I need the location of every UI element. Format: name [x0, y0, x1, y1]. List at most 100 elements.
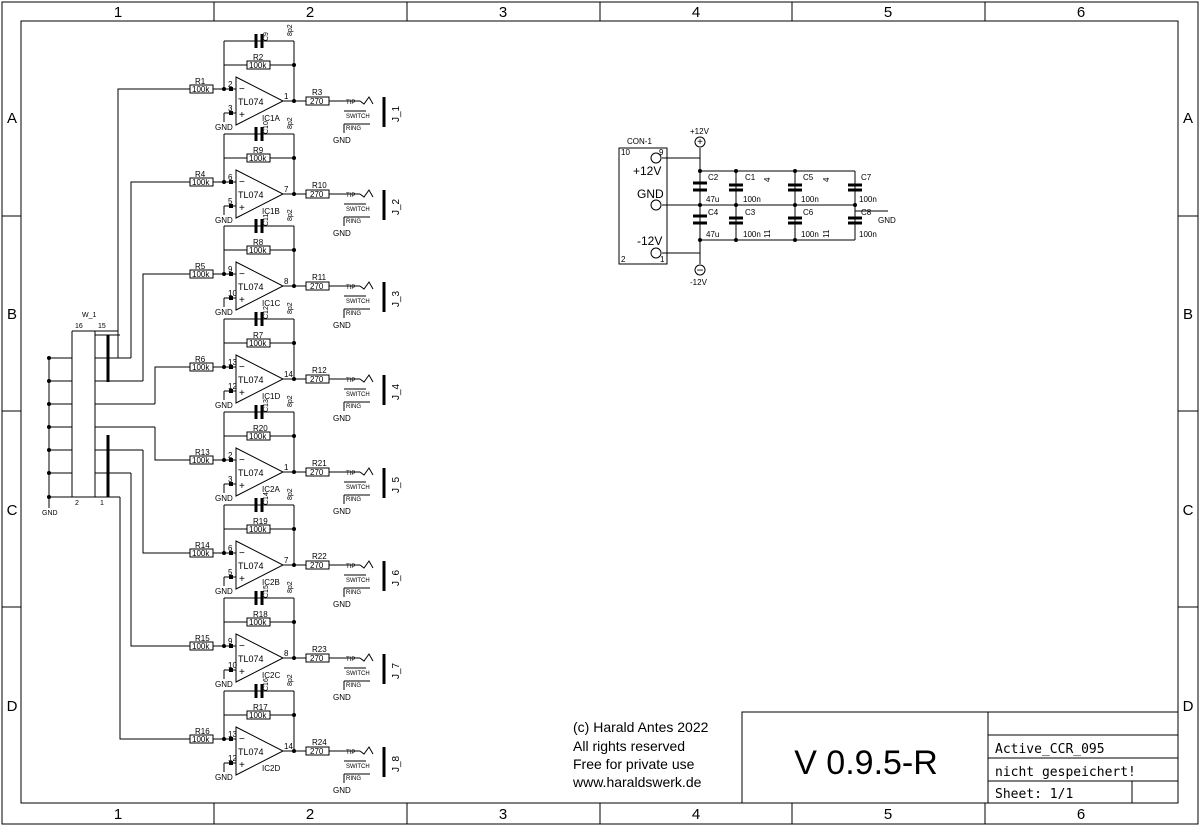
pin-out: 7: [284, 185, 289, 194]
feedback-resistor-ref: R2: [253, 53, 264, 62]
jack-tip: TIP: [346, 657, 355, 663]
input-resistor-value: 100k: [192, 85, 210, 94]
input-resistor-ref: R13: [195, 448, 210, 457]
input-resistor-value: 100k: [192, 735, 210, 744]
jack-gnd: GND: [333, 136, 351, 145]
opamp-part: TL074: [238, 375, 264, 385]
jack-gnd: GND: [333, 600, 351, 609]
row-label: C: [7, 502, 18, 519]
opamp-minus: −: [239, 455, 245, 466]
rail-label-p12: +12V: [690, 127, 710, 136]
feedback-cap-value: 8p2: [287, 24, 294, 36]
feedback-cap-ref: C13: [263, 399, 270, 412]
con1-label-p12: +12V: [633, 164, 661, 178]
output-resistor-ref: R10: [312, 181, 327, 190]
amplifier-channel: R6100kR7100kR12270TL074IC1D−+131214GNDTI…: [189, 302, 402, 423]
jack-ref: J_4: [391, 383, 402, 400]
opamp-symbol: [235, 169, 285, 219]
row-label: B: [1183, 306, 1193, 323]
jack-switch: SWITCH: [346, 578, 370, 584]
cap-value: 47u: [706, 230, 719, 239]
jack-ref: J_5: [391, 476, 402, 493]
input-resistor-value: 100k: [192, 642, 210, 651]
feedback-capacitor: [254, 312, 264, 326]
gnd-label: GND: [215, 308, 233, 317]
gnd-label: GND: [215, 587, 233, 596]
feedback-cap-value: 8p2: [287, 488, 294, 500]
feedback-resistor-ref: R8: [253, 238, 264, 247]
opamp-ref: IC1A: [262, 114, 280, 123]
pin-pos: 12: [228, 382, 237, 391]
column-label: 5: [884, 806, 892, 823]
opamp-plus: +: [239, 203, 245, 214]
cap-value: 100n: [743, 230, 761, 239]
feedback-cap-ref: C16: [263, 678, 270, 691]
pin-neg: 2: [228, 451, 233, 460]
con1-label-m12: -12V: [637, 234, 662, 248]
jack-ref: J_7: [391, 662, 402, 679]
cap-ref: C4: [708, 208, 719, 217]
jack-gnd: GND: [333, 414, 351, 423]
feedback-resistor-value: 100k: [249, 432, 267, 441]
jack-tip: TIP: [346, 378, 355, 384]
jack-ring: RING: [346, 590, 361, 596]
opamp-plus: +: [239, 388, 245, 399]
feedback-resistor-value: 100k: [249, 339, 267, 348]
opamp-minus: −: [239, 269, 245, 280]
opamp-symbol: [235, 76, 285, 126]
cap-ref: C5: [803, 173, 814, 182]
jack-switch: SWITCH: [346, 392, 370, 398]
amplifier-channel: R13100kR20100kR21270TL074IC2A−+231GNDTIP…: [189, 395, 402, 516]
jack-tip-contact: [359, 653, 374, 662]
pin-out: 14: [284, 370, 293, 379]
jack-switch: SWITCH: [346, 764, 370, 770]
opamp-part: TL074: [238, 282, 264, 292]
opamp-plus: +: [239, 110, 245, 121]
cap-value: 100n: [801, 230, 819, 239]
con1-pin-1: 1: [660, 255, 665, 264]
pin-pos: 12: [228, 754, 237, 763]
input-resistor-ref: R14: [195, 541, 210, 550]
opamp-plus: +: [239, 295, 245, 306]
output-resistor-ref: R21: [312, 459, 327, 468]
opamp-plus: +: [239, 760, 245, 771]
output-resistor-value: 270: [310, 654, 324, 663]
pin-neg: 6: [228, 173, 233, 182]
jack-ref: J_3: [391, 290, 402, 307]
feedback-cap-ref: C15: [263, 585, 270, 598]
feedback-resistor-ref: R19: [253, 517, 268, 526]
output-resistor-value: 270: [310, 97, 324, 106]
cap-ref: C6: [803, 208, 814, 217]
feedback-resistor-value: 100k: [249, 618, 267, 627]
opamp-part: TL074: [238, 468, 264, 478]
row-label: B: [7, 306, 17, 323]
pin-out: 8: [284, 277, 289, 286]
jack-tip-contact: [359, 467, 374, 476]
input-resistor-value: 100k: [192, 549, 210, 558]
opamp-minus: −: [239, 734, 245, 745]
feedback-resistor-value: 100k: [249, 154, 267, 163]
pin-neg: 9: [228, 265, 233, 274]
copyright-line: Free for private use: [573, 756, 695, 772]
column-label: 5: [884, 4, 892, 21]
decoupling-caps: [693, 181, 862, 225]
pin-pos: 5: [228, 568, 233, 577]
opamp-plus: +: [239, 667, 245, 678]
column-label: 2: [306, 4, 314, 21]
con1-pin-2: 2: [621, 255, 626, 264]
row-label: A: [1183, 110, 1193, 127]
amplifier-channel: R1100kR2100kR3270TL074IC1A−+231GNDTIPSWI…: [189, 24, 402, 145]
input-resistor-ref: R1: [195, 77, 206, 86]
column-label: 1: [114, 4, 122, 21]
w1-gnd-label: GND: [42, 510, 58, 517]
output-resistor-value: 270: [310, 468, 324, 477]
output-resistor-value: 270: [310, 561, 324, 570]
opamp-symbol: [235, 540, 285, 590]
ic-power-pin: 4: [822, 177, 831, 182]
row-label: C: [1183, 502, 1194, 519]
gnd-label-right: GND: [878, 216, 896, 225]
column-label: 3: [499, 4, 507, 21]
cap-ref: C3: [745, 208, 756, 217]
input-resistor-ref: R15: [195, 634, 210, 643]
